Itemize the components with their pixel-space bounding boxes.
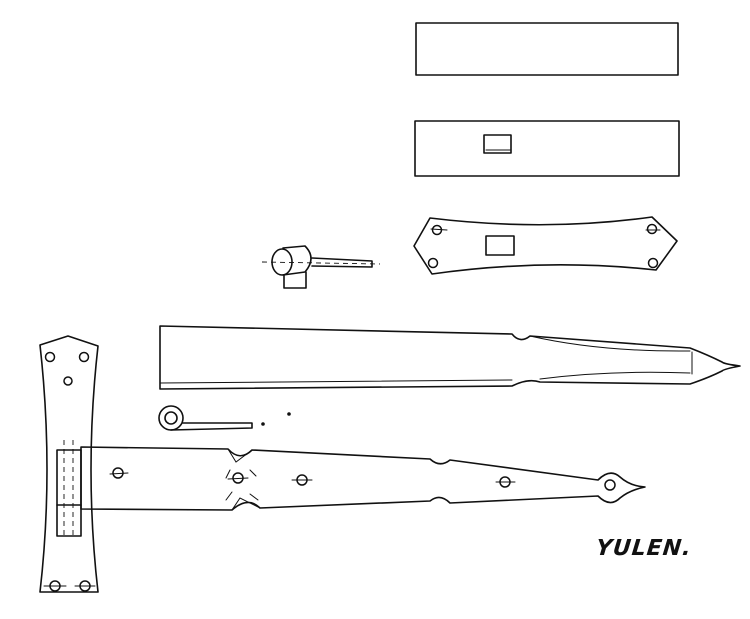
vertical-leaf <box>39 335 99 593</box>
shaped-keeper-plate <box>413 216 678 275</box>
artist-signature: YULEN. <box>594 536 693 561</box>
hinge-knuckle <box>56 440 82 537</box>
slotted-plate <box>414 120 680 177</box>
long-strap-hinge <box>159 325 741 390</box>
plain-plate <box>415 22 679 76</box>
pintle-pin <box>261 245 381 289</box>
horizontal-strap-hinge <box>80 446 646 511</box>
curled-pin <box>158 405 291 431</box>
